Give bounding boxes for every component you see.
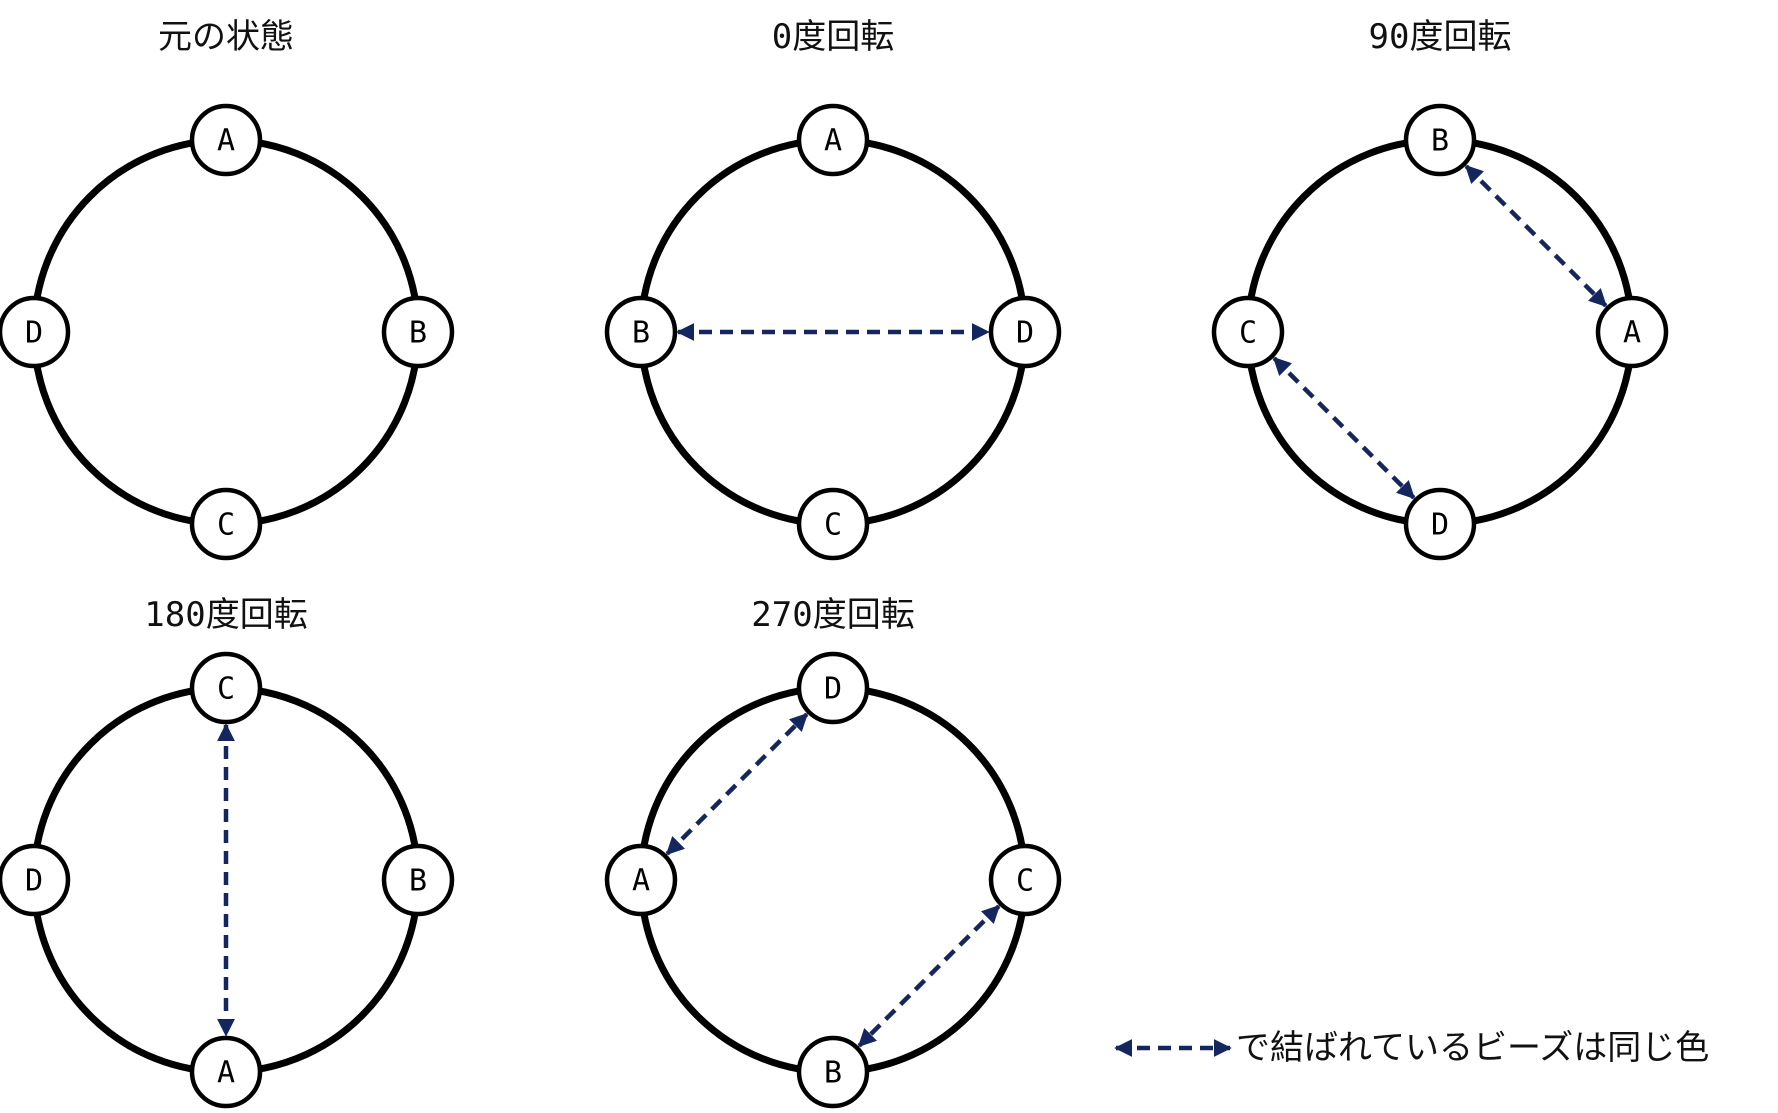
bead-label: C (217, 508, 235, 543)
bead-label: A (824, 124, 842, 159)
same-color-link-arrow (1272, 356, 1416, 500)
bead-label: D (25, 864, 43, 899)
bead-top: A (189, 103, 263, 177)
bead-label: C (217, 672, 235, 707)
bead-top: A (796, 103, 870, 177)
bead-label: C (1016, 864, 1034, 899)
panel: 180度回転 C B A D (0, 595, 455, 1109)
panel-title: 0度回転 (772, 17, 894, 57)
legend-text: で結ばれているビーズは同じ色 (1236, 1028, 1709, 1068)
bead-bottom: C (189, 487, 263, 561)
bead-label: D (824, 672, 842, 707)
bead-circle (796, 103, 870, 177)
same-color-link-arrow (857, 904, 1001, 1048)
bead-left: D (0, 295, 71, 369)
bead-label: B (824, 1056, 842, 1091)
bead-circle (988, 295, 1062, 369)
bead-left: D (0, 843, 71, 917)
bead-label: B (409, 864, 427, 899)
panel-title: 元の状態 (158, 17, 294, 57)
bead-circle (0, 295, 71, 369)
bead-circle (189, 487, 263, 561)
bead-left: C (1211, 295, 1285, 369)
bead-ring (30, 136, 422, 528)
bead-circle (988, 843, 1062, 917)
bead-top: C (189, 651, 263, 725)
bead-circle (1595, 295, 1669, 369)
bead-circle (1403, 103, 1477, 177)
bead-label: D (25, 316, 43, 351)
bead-right: D (988, 295, 1062, 369)
bead-label: A (217, 124, 235, 159)
bead-label: B (632, 316, 650, 351)
bead-label: A (1623, 316, 1641, 351)
bead-label: D (1016, 316, 1034, 351)
bead-circle (0, 843, 71, 917)
bead-circle (796, 651, 870, 725)
bead-right: B (381, 295, 455, 369)
bead-circle (604, 295, 678, 369)
bead-right: C (988, 843, 1062, 917)
bead-circle (189, 103, 263, 177)
bead-circle (381, 295, 455, 369)
panel-title: 90度回転 (1369, 17, 1512, 57)
bead-label: C (824, 508, 842, 543)
bead-left: A (604, 843, 678, 917)
bead-label: B (409, 316, 427, 351)
bead-label: A (217, 1056, 235, 1091)
bead-bottom: D (1403, 487, 1477, 561)
bead-bottom: C (796, 487, 870, 561)
bead-top: D (796, 651, 870, 725)
legend: で結ばれているビーズは同じ色 (1114, 1028, 1709, 1068)
panel: 270度回転 D C B A (604, 595, 1062, 1109)
bead-circle (796, 487, 870, 561)
bead-ring (637, 684, 1029, 1076)
bead-right: B (381, 843, 455, 917)
bead-circle (189, 1035, 263, 1109)
bead-label: C (1239, 316, 1257, 351)
same-color-link-arrow (1464, 164, 1608, 308)
bead-top: B (1403, 103, 1477, 177)
panel-title: 180度回転 (144, 595, 307, 635)
panels: 元の状態ABCD0度回転ADCB90度回転BADC180度回転CBAD270度回… (0, 17, 1669, 1109)
bead-right: A (1595, 295, 1669, 369)
bead-circle (604, 843, 678, 917)
panel-title: 270度回転 (751, 595, 914, 635)
same-color-link-arrow (665, 712, 809, 856)
bead-circle (381, 843, 455, 917)
bead-bottom: B (796, 1035, 870, 1109)
bead-circle (796, 1035, 870, 1109)
bead-left: B (604, 295, 678, 369)
bead-circle (189, 651, 263, 725)
panel: 0度回転 A D C B (604, 17, 1062, 561)
bead-circle (1403, 487, 1477, 561)
bead-ring (1244, 136, 1636, 528)
panel: 90度回転 B A D C (1211, 17, 1669, 561)
bead-circle (1211, 295, 1285, 369)
bead-label: B (1431, 124, 1449, 159)
panel: 元の状態 A B C D (0, 17, 455, 561)
bead-label: D (1431, 508, 1449, 543)
bead-bottom: A (189, 1035, 263, 1109)
bead-label: A (632, 864, 650, 899)
